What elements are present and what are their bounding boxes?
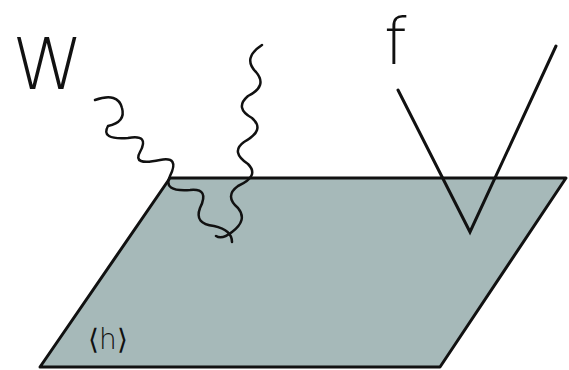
vacuum-plane xyxy=(40,178,566,367)
vev-label: ⟨h⟩ xyxy=(88,326,128,354)
fermion-lines xyxy=(398,46,556,232)
wavy-line xyxy=(216,45,262,237)
boson-label: W xyxy=(12,28,83,100)
wavy-line xyxy=(95,97,232,242)
fermion-label: f xyxy=(384,10,407,74)
